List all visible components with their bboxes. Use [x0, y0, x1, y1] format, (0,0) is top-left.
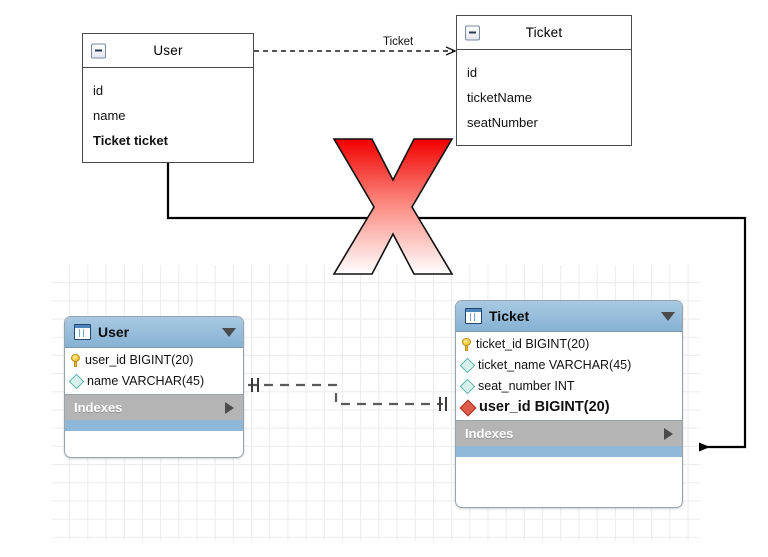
column-label: user_id BIGINT(20) [479, 399, 610, 415]
table-column-row[interactable]: ticket_id BIGINT(20) [456, 334, 682, 355]
column-label: ticket_id BIGINT(20) [476, 337, 590, 351]
uml-class-user-attributes: id name Ticket ticket [83, 68, 253, 159]
caret-down-icon[interactable] [222, 327, 236, 337]
workbench-table-ticket-strip [456, 446, 682, 457]
column-label: seat_number INT [478, 379, 575, 393]
workbench-table-ticket-columns: ticket_id BIGINT(20) ticket_name VARCHAR… [456, 332, 682, 420]
table-icon [465, 308, 482, 324]
workbench-table-ticket-title: Ticket [489, 308, 530, 324]
workbench-table-user-title: User [98, 324, 130, 340]
table-column-row-foreign-key[interactable]: user_id BIGINT(20) [456, 397, 682, 418]
column-diamond-icon [68, 373, 85, 390]
workbench-table-user-strip [65, 420, 243, 431]
primary-key-icon [462, 338, 471, 351]
column-label: user_id BIGINT(20) [85, 353, 194, 367]
uml-class-ticket-title: Ticket [525, 25, 563, 40]
workbench-table-ticket-indexes[interactable]: Indexes [456, 420, 682, 446]
uml-class-ticket[interactable]: Ticket id ticketName seatNumber [456, 15, 632, 146]
table-column-row[interactable]: seat_number INT [456, 376, 682, 397]
uml-attribute: name [93, 108, 126, 123]
minus-box-icon[interactable] [465, 25, 480, 40]
workbench-table-user-columns: user_id BIGINT(20) name VARCHAR(45) [65, 348, 243, 394]
uml-attribute: id [467, 65, 478, 80]
indexes-label: Indexes [74, 400, 123, 415]
uml-class-user[interactable]: User id name Ticket ticket [82, 33, 254, 163]
workbench-table-user-header[interactable]: User [65, 317, 243, 348]
uml-attribute: seatNumber [467, 115, 538, 130]
indexes-label: Indexes [465, 426, 514, 441]
red-x-mark [332, 138, 454, 275]
uml-association-label: Ticket [383, 36, 414, 48]
minus-box-icon[interactable] [91, 43, 106, 58]
caret-right-icon[interactable] [225, 401, 234, 414]
workbench-table-user-indexes[interactable]: Indexes [65, 394, 243, 420]
table-column-row[interactable]: ticket_name VARCHAR(45) [456, 355, 682, 376]
foreign-key-icon [459, 399, 477, 416]
column-label: name VARCHAR(45) [87, 374, 205, 388]
uml-class-ticket-attributes: id ticketName seatNumber [457, 50, 631, 141]
table-icon [74, 324, 91, 340]
table-column-row[interactable]: name VARCHAR(45) [65, 371, 243, 392]
uml-class-user-title: User [153, 43, 183, 58]
uml-class-ticket-header: Ticket [457, 16, 631, 50]
column-diamond-icon [459, 357, 476, 374]
workbench-table-user[interactable]: User user_id BIGINT(20) name VARCHAR(45)… [64, 316, 244, 458]
caret-right-icon[interactable] [664, 427, 673, 440]
workbench-table-ticket-header[interactable]: Ticket [456, 301, 682, 332]
caret-down-icon[interactable] [661, 311, 675, 321]
uml-class-user-header: User [83, 34, 253, 68]
column-label: ticket_name VARCHAR(45) [478, 358, 632, 372]
column-diamond-icon [459, 378, 476, 395]
workbench-table-ticket[interactable]: Ticket ticket_id BIGINT(20) ticket_name … [455, 300, 683, 508]
uml-attribute: ticketName [467, 90, 533, 105]
uml-attribute: Ticket ticket [93, 133, 168, 148]
uml-attribute: id [93, 83, 104, 98]
primary-key-icon [71, 354, 80, 367]
table-column-row[interactable]: user_id BIGINT(20) [65, 350, 243, 371]
